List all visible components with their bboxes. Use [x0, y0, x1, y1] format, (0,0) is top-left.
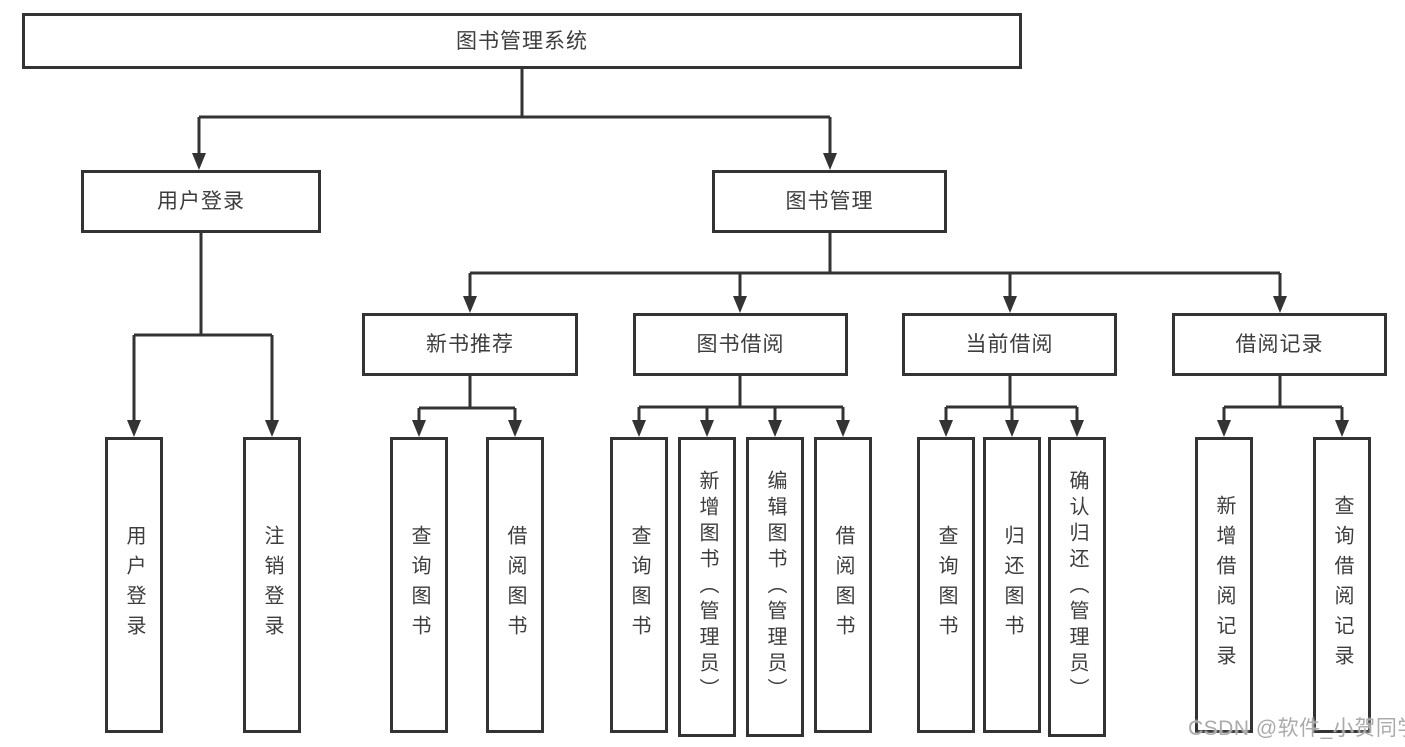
- node-library-management-system: 图书管理系统: [22, 13, 1022, 69]
- node-label: 借阅图书: [504, 525, 526, 645]
- node-logout: 注销登录: [243, 437, 301, 733]
- node-label: 编辑图书（管理员）: [764, 470, 786, 704]
- node-label: 用户登录: [157, 190, 245, 213]
- node-book-borrowing: 图书借阅: [633, 313, 848, 376]
- node-label: 查询图书: [408, 525, 430, 645]
- node-user-login: 用户登录: [81, 170, 321, 233]
- node-book-management: 图书管理: [712, 170, 947, 233]
- node-label: 借阅记录: [1235, 333, 1324, 356]
- node-label: 归还图书: [1001, 525, 1023, 645]
- node-label: 查询借阅记录: [1331, 495, 1353, 675]
- node-label: 当前借阅: [965, 333, 1054, 356]
- node-label: 注销登录: [261, 525, 283, 645]
- node-label: 查询图书: [935, 525, 957, 645]
- node-cb-return-books: 归还图书: [983, 437, 1041, 733]
- node-label: 图书管理系统: [456, 29, 588, 53]
- node-br-query-borrow-record: 查询借阅记录: [1313, 437, 1371, 733]
- node-label: 新书推荐: [426, 333, 514, 356]
- node-bb-edit-books-admin: 编辑图书（管理员）: [746, 437, 804, 737]
- node-borrowing-records: 借阅记录: [1172, 313, 1387, 376]
- node-cb-query-books: 查询图书: [917, 437, 975, 733]
- node-user-login-leaf: 用户登录: [105, 437, 163, 733]
- node-label: 图书借阅: [696, 333, 785, 356]
- node-label: 图书管理: [785, 190, 874, 213]
- node-bb-add-books-admin: 新增图书（管理员）: [678, 437, 736, 737]
- node-label: 新增借阅记录: [1213, 495, 1235, 675]
- node-cb-confirm-return-admin: 确认归还（管理员）: [1048, 437, 1106, 737]
- node-label: 查询图书: [628, 525, 650, 645]
- node-label: 借阅图书: [832, 525, 854, 645]
- csdn-watermark: CSDN @软件_小贺同学: [1188, 717, 1405, 740]
- node-label: 确认归还（管理员）: [1066, 470, 1088, 704]
- node-bb-borrow-books: 借阅图书: [814, 437, 872, 733]
- node-nbr-query-books: 查询图书: [390, 437, 448, 733]
- node-bb-query-books: 查询图书: [610, 437, 668, 733]
- node-label: 用户登录: [123, 525, 145, 645]
- node-nbr-borrow-books: 借阅图书: [486, 437, 544, 733]
- node-br-add-borrow-record: 新增借阅记录: [1195, 437, 1253, 733]
- node-current-borrowing: 当前借阅: [902, 313, 1117, 376]
- node-new-book-recommendation: 新书推荐: [362, 313, 578, 376]
- node-label: 新增图书（管理员）: [696, 470, 718, 704]
